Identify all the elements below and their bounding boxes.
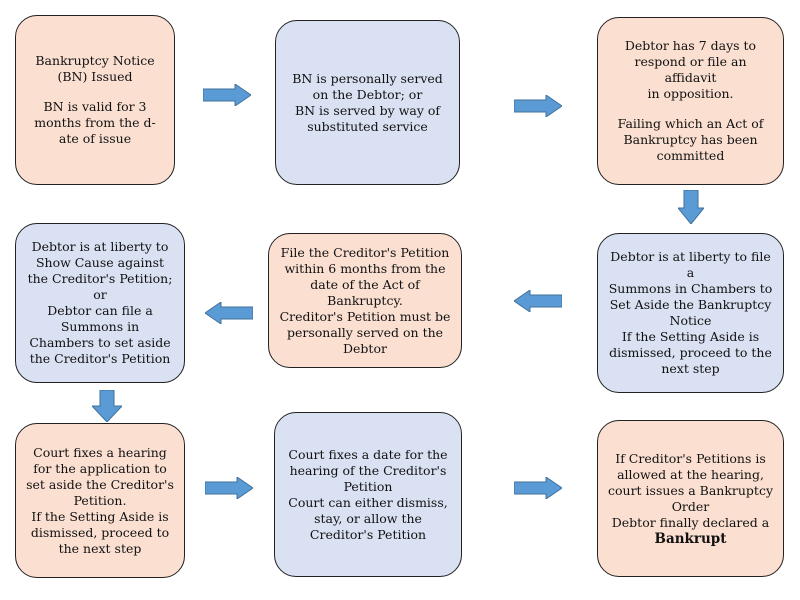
box-text-line: months from the d-	[34, 115, 156, 130]
arrow-left-icon	[205, 302, 253, 324]
box-text-line: stay, or allow the	[314, 510, 422, 526]
arrow-right-icon	[514, 477, 562, 499]
box-text-line: the Creditor's Petition;	[27, 271, 173, 286]
box-text-line: in opposition.	[647, 86, 734, 101]
bankrupt-label: Bankrupt	[654, 530, 727, 547]
step-debtor-show-cause: Debtor is at liberty to Show Cause again…	[15, 223, 185, 383]
step-set-aside-bankruptcy-notice: Debtor is at liberty to file a Summons i…	[597, 233, 784, 393]
box-text-line: dismissed, proceed to the	[609, 345, 772, 360]
box-text-line: Set Aside the Bankruptcy	[609, 297, 772, 312]
step-file-creditors-petition: File the Creditor's Petition within 6 mo…	[268, 233, 462, 368]
box-text-line: dismissed, proceed to	[30, 524, 170, 540]
box-text-line: substituted service	[307, 118, 428, 134]
step-debtor-7-days: Debtor has 7 days to respond or file an …	[597, 17, 784, 185]
box-text-line: the next step	[58, 540, 142, 556]
box-text-line: If Creditor's Petitions is	[615, 450, 766, 466]
box-text-line: committed	[656, 148, 725, 163]
arrow-down-icon	[92, 390, 122, 422]
box-text-line: personally served on the	[286, 324, 444, 340]
box-text-line: Failing which an Act of	[617, 116, 764, 131]
step-bankruptcy-order: If Creditor's Petitions is allowed at th…	[597, 420, 784, 577]
box-text-line: Bankruptcy.	[327, 292, 403, 308]
box-text-line: If the Setting Aside is	[621, 329, 760, 344]
box-text-line: BN is served by way of	[294, 102, 441, 118]
box-text-line: Order	[671, 498, 710, 514]
box-text-line: set aside the Creditor's	[26, 476, 174, 492]
box-text-line: Debtor	[343, 340, 387, 356]
box-text-line: Debtor is at liberty to	[31, 239, 169, 254]
box-text-line: Debtor has 7 days to	[624, 38, 757, 53]
arrow-right-icon	[203, 84, 251, 106]
box-text-line: If the Setting Aside is	[31, 508, 169, 524]
box-text-line: Chambers to set aside	[29, 335, 171, 350]
box-text-line: Debtor is at liberty to file a	[610, 249, 771, 280]
box-text-line: next step	[661, 361, 720, 376]
arrow-left-icon	[514, 290, 562, 312]
box-text-line: BN is valid for 3	[43, 99, 147, 114]
box-text-line: Creditor's Petition	[309, 526, 427, 542]
arrow-right-icon	[514, 95, 562, 117]
box-text-line: BN is personally served	[292, 70, 443, 86]
box-text-line: hearing of the Creditor's	[289, 462, 447, 478]
box-text-line: (BN) Issued	[57, 69, 133, 84]
box-text-line: Debtor finally declared a	[611, 514, 770, 530]
box-text-line: Bankruptcy has been	[623, 132, 758, 147]
box-text-line: Bankruptcy Notice	[35, 53, 155, 68]
box-text-line: Court can either dismiss,	[288, 494, 448, 510]
box-text-line: Court fixes a date for the	[288, 446, 448, 462]
box-text-line: respond or file an affidavit	[634, 54, 747, 85]
step-court-fixes-hearing: Court fixes a hearing for the applicatio…	[15, 423, 185, 578]
box-text-line: allowed at the hearing,	[617, 466, 764, 482]
box-text-line: Petition.	[73, 492, 127, 508]
arrow-down-icon	[678, 190, 704, 224]
box-text-line: Creditor's Petition must be	[279, 308, 451, 324]
box-text-line: date of the Act of	[310, 276, 420, 292]
box-text-line: for the application to	[33, 460, 167, 476]
arrow-right-icon	[205, 477, 253, 499]
box-text-line: Debtor can file a	[47, 303, 153, 318]
step-bankruptcy-notice-issued: Bankruptcy Notice (BN) Issued BN is vali…	[15, 15, 175, 185]
box-text-line: Summons in	[60, 319, 140, 334]
box-text-line: Court fixes a hearing	[33, 444, 167, 460]
box-text-line: Summons in Chambers to	[608, 281, 773, 296]
box-text-line: within 6 months from the	[284, 260, 446, 276]
step-bn-served: BN is personally served on the Debtor; o…	[275, 20, 460, 185]
box-text-line: court issues a Bankruptcy	[608, 482, 774, 498]
step-court-fixes-date: Court fixes a date for the hearing of th…	[274, 412, 462, 577]
box-text-line: Notice	[669, 313, 712, 328]
box-text-line: File the Creditor's Petition	[280, 244, 450, 260]
box-text-line: or	[93, 287, 107, 302]
box-text-line: the Creditor's Petition	[29, 351, 171, 366]
box-text-line: Show Cause against	[35, 255, 165, 270]
box-text-line: on the Debtor; or	[312, 86, 423, 102]
box-text-line: ate of issue	[58, 131, 132, 146]
box-text-line: Petition	[343, 478, 393, 494]
